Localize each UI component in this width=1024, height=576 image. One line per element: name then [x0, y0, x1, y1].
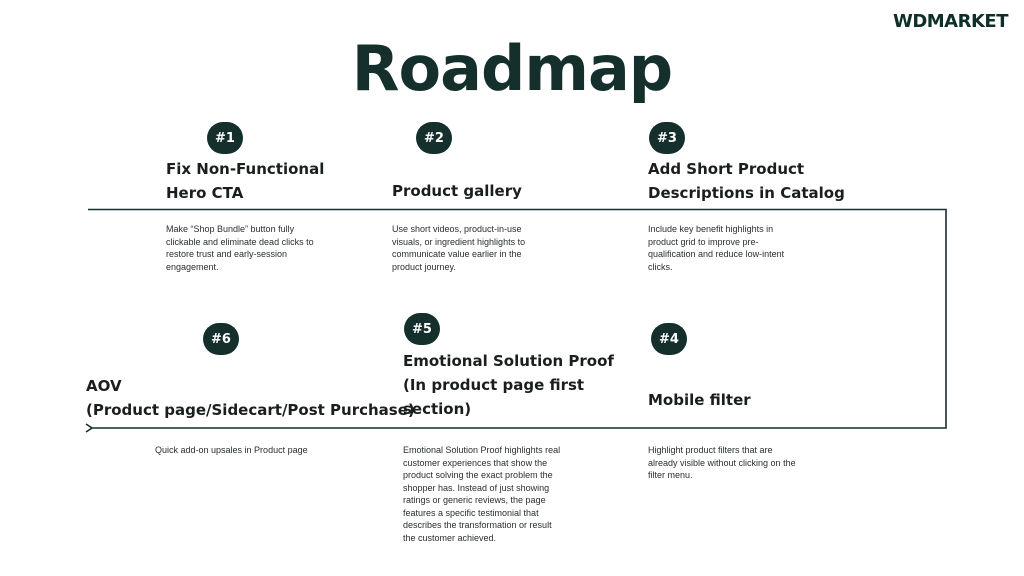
step-3-description-line: qualification and reduce low-intent [648, 249, 785, 259]
step-1-title: Fix Non-Functional Hero CTA [166, 157, 324, 205]
step-4-description-line: filter menu. [648, 470, 693, 480]
step-2-badge: #2 [416, 122, 452, 154]
step-2-description-line: communicate value earlier in the [392, 249, 522, 259]
step-5-description-line: describes the transformation or result [403, 520, 552, 530]
step-3-badge: #3 [649, 122, 685, 154]
step-6-title-line: AOV [86, 377, 122, 395]
step-1-description-line: restore trust and early-session [166, 249, 288, 259]
step-4-badge: #4 [651, 323, 687, 355]
step-2-title-line: Product gallery [392, 182, 522, 200]
step-5-description-line: Emotional Solution Proof highlights real [403, 445, 561, 455]
step-5-description-line: ratings or generic reviews, the page [403, 495, 546, 505]
step-6-title-line: (Product page/Sidecart/Post Purchase) [86, 401, 415, 419]
step-1-description-line: clickable and eliminate dead clicks to [166, 236, 314, 247]
brand-logo: WDMARKET [892, 11, 1009, 32]
step-1-badge: #1 [207, 122, 243, 154]
step-1-title-line: Fix Non-Functional [166, 160, 325, 178]
page-title: Roadmap [351, 32, 673, 105]
step-3-description-line: Include key benefit highlights in [648, 224, 774, 234]
step-1-description: Make “Shop Bundle” button fully clickabl… [166, 223, 314, 273]
step-5-description-line: shopper has. Instead of just showing [403, 482, 550, 493]
step-4-description: Highlight product filters that are alrea… [648, 444, 796, 482]
step-5-title: Emotional Solution Proof (In product pag… [403, 349, 614, 421]
step-1-description-line: Make “Shop Bundle” button fully [166, 224, 295, 234]
step-4-description-line: already visible without clicking on the [648, 457, 796, 468]
step-5-title-line: Emotional Solution Proof [403, 352, 614, 370]
step-5-description-line: features a specific testimonial that [403, 507, 539, 518]
step-2-title: Product gallery [392, 179, 522, 203]
step-6-badge: #6 [203, 323, 239, 355]
step-2-description-line: Use short videos, product-in-use [392, 224, 522, 234]
step-6-title: AOV (Product page/Sidecart/Post Purchase… [86, 374, 415, 422]
step-3-description-line: product grid to improve pre- [648, 236, 759, 247]
step-2-description-line: product journey. [392, 261, 456, 272]
step-4-title-line: Mobile filter [648, 391, 751, 409]
step-3-title-line: Descriptions in Catalog [648, 184, 845, 202]
step-3-description-line: clicks. [648, 261, 673, 272]
step-1-title-line: Hero CTA [166, 184, 244, 202]
step-5-title-line: section) [403, 400, 472, 418]
step-2-description-line: visuals, or ingredient highlights to [392, 236, 526, 247]
step-5-badge: #5 [404, 313, 440, 345]
step-4-description-line: Highlight product filters that are [648, 445, 773, 455]
step-6-description: Quick add-on upsales in Product page [155, 444, 308, 457]
step-5-description: Emotional Solution Proof highlights real… [403, 444, 560, 544]
step-3-title: Add Short Product Descriptions in Catalo… [648, 157, 845, 205]
step-6-description-line: Quick add-on upsales in Product page [155, 445, 308, 455]
step-1-description-line: engagement. [166, 261, 219, 272]
step-3-title-line: Add Short Product [648, 160, 805, 178]
step-5-description-line: customer experiences that show the [403, 457, 548, 468]
step-5-title-line: (In product page first [403, 376, 585, 394]
step-3-description: Include key benefit highlights in produc… [648, 223, 784, 273]
step-5-description-line: the customer achieved. [403, 532, 497, 543]
step-4-title: Mobile filter [648, 388, 751, 412]
step-5-description-line: product solving the exact problem the [403, 470, 553, 480]
step-2-description: Use short videos, product-in-use visuals… [392, 223, 525, 273]
